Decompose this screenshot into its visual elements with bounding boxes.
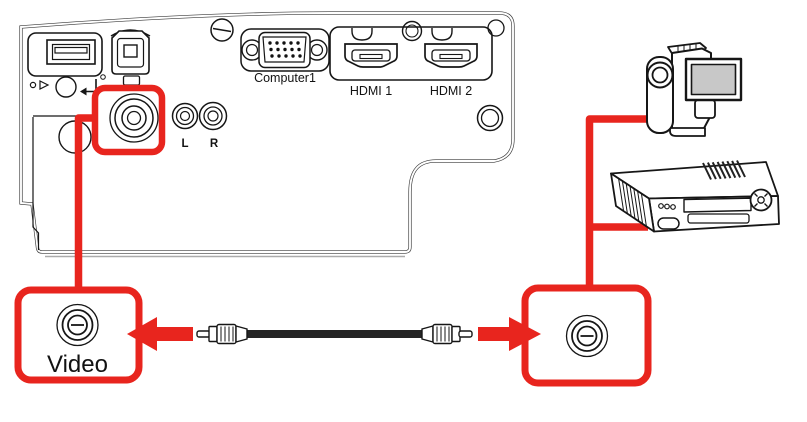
dvd-pill-button <box>657 217 680 230</box>
dvd-side-vents <box>618 178 647 227</box>
rca-port-icon-left <box>56 303 99 347</box>
cable-plug-right <box>421 323 473 345</box>
hdmi2-boss <box>431 28 453 41</box>
dvd-top-vent <box>702 160 746 180</box>
video-jack-highlight <box>91 84 166 156</box>
screw-boss-inner <box>405 24 419 38</box>
device-callout-line-right <box>585 115 659 288</box>
video-source-devices <box>585 42 780 288</box>
kensington-hole <box>476 104 504 132</box>
dvd-dial <box>749 188 773 212</box>
small-c-icon <box>100 74 106 80</box>
corner-arrow-head <box>80 87 87 96</box>
video-jack <box>109 93 159 143</box>
usb-b-port <box>110 29 151 86</box>
hdmi1-label: HDMI 1 <box>350 84 392 98</box>
hdmi1-connector <box>344 43 398 68</box>
dvd-front-buttons <box>658 203 676 210</box>
audio-l-jack <box>171 102 199 130</box>
cable-plug-left <box>196 323 248 345</box>
arrow-right-icon <box>478 317 541 351</box>
play-triangle-icon <box>39 80 50 90</box>
camcorder-icon <box>646 42 743 137</box>
screw-boss <box>401 20 423 42</box>
rca-jacks: L R <box>58 93 228 154</box>
computer1-label: Computer1 <box>254 71 316 85</box>
panel-icons <box>29 74 106 98</box>
composite-video-cable <box>196 323 473 345</box>
video-callout-line-left <box>74 114 96 290</box>
audio-r-jack <box>198 101 228 131</box>
rca-port-icon-right <box>565 314 609 358</box>
usb-a-port <box>27 32 103 77</box>
hdmi2-label: HDMI 2 <box>430 84 472 98</box>
video-out-callout <box>521 284 652 387</box>
round-port-icon <box>55 76 77 98</box>
panel-outline-inner <box>20 12 514 253</box>
audio-l-label: L <box>181 138 188 150</box>
vga-pins <box>268 41 302 58</box>
hdmi2-connector <box>424 43 478 68</box>
dvd-player-icon <box>610 160 780 233</box>
computer1-port: Computer1 <box>240 28 330 85</box>
camcorder-screen-display <box>690 63 737 96</box>
dot-icon <box>29 81 37 89</box>
hdmi1-boss <box>351 28 373 41</box>
dvd-display-window <box>683 197 752 213</box>
audio-r-label: R <box>210 138 219 150</box>
dvd-lower-slot <box>687 213 750 224</box>
projector-rear-panel: Computer1 HDMI 1 HDMI 2 <box>19 11 515 290</box>
video-port-callout: Video <box>14 286 143 384</box>
display-icon <box>122 75 141 86</box>
screw-boss-right <box>487 19 505 37</box>
video-port-label: Video <box>47 351 108 378</box>
arrow-left-icon <box>127 317 193 351</box>
screw-icon <box>210 18 234 42</box>
hdmi-ports: HDMI 1 HDMI 2 <box>329 19 505 98</box>
